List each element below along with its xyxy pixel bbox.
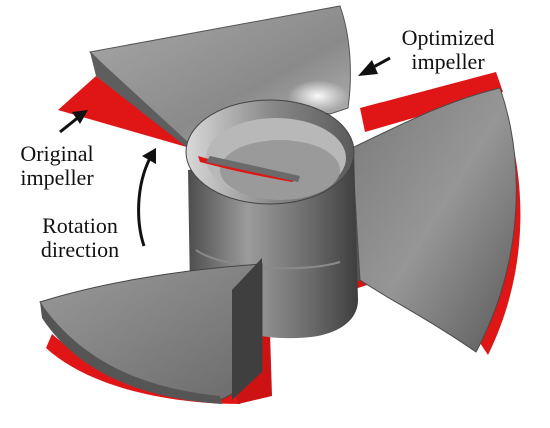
original-blade-right-top-edge	[360, 72, 503, 132]
annotation-arrows	[59, 56, 391, 247]
original-impeller-label: Original impeller	[2, 142, 112, 190]
hub	[185, 99, 358, 339]
rotation-label-line-2: direction	[40, 237, 120, 262]
optimized-label-line-1: Optimized	[401, 25, 495, 50]
optimized-label-line-2: impeller	[411, 49, 485, 74]
original-arrowhead-icon	[72, 110, 88, 124]
original-label-line-2: impeller	[20, 165, 94, 190]
optimized-arrowhead-icon	[358, 60, 378, 76]
rotation-arrowhead-icon	[142, 148, 156, 164]
original-blade-top-edge	[58, 76, 190, 148]
rotation-direction-label: Rotation direction	[20, 214, 140, 262]
rotation-label-line-1: Rotation	[42, 213, 118, 238]
left-blade	[39, 258, 263, 404]
original-label-line-1: Original	[20, 141, 94, 166]
rotation-curve	[137, 157, 152, 247]
top-blade	[88, 5, 351, 151]
optimized-impeller-label: Optimized impeller	[378, 26, 518, 74]
